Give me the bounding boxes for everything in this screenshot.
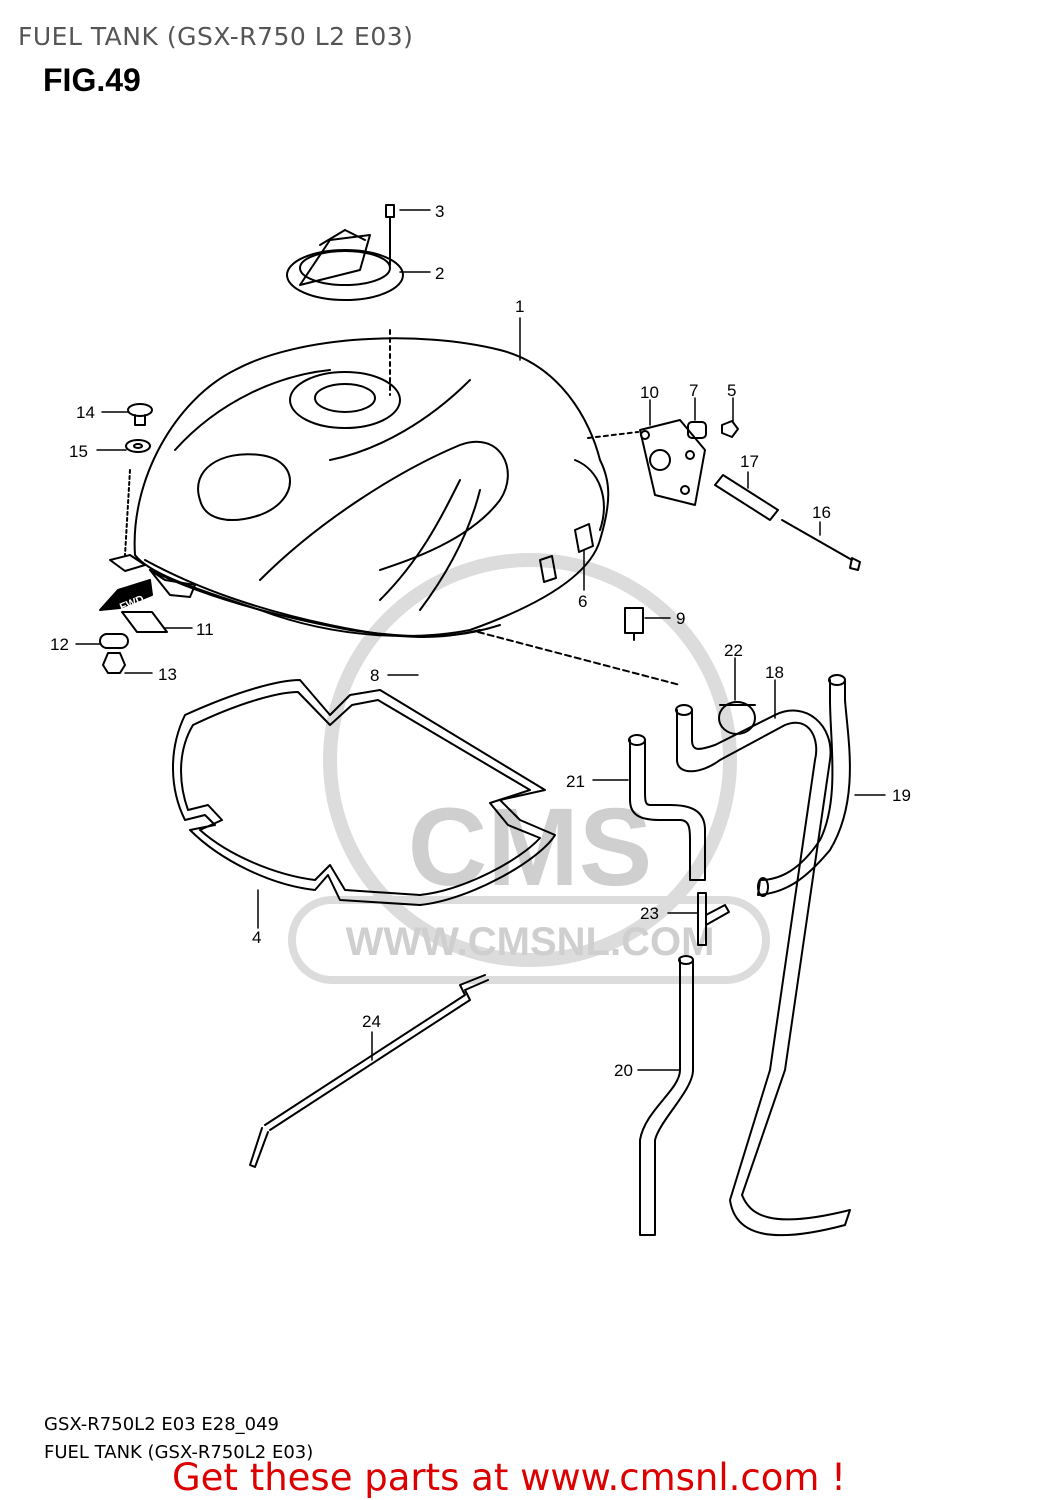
mounting-hardware-left — [99, 403, 168, 674]
leader-lines — [75, 209, 886, 1071]
callout-20: 20 — [614, 1061, 633, 1080]
callout-10: 10 — [640, 383, 659, 402]
callout-24: 24 — [362, 1012, 381, 1031]
callout-4: 4 — [252, 928, 261, 947]
callout-11: 11 — [196, 620, 214, 639]
drain-rod — [249, 974, 489, 1168]
callout-3: 3 — [435, 202, 444, 221]
callout-15: 15 — [69, 442, 88, 461]
callout-9: 9 — [676, 609, 685, 628]
breather-hoses — [628, 674, 851, 1237]
diagram-code: GSX-R750L2 E03 E28_049 — [44, 1414, 280, 1435]
callout-22: 22 — [724, 641, 743, 660]
watermark: CMS WWW.CMSNL.COM — [288, 553, 770, 984]
callout-labels: 1 2 3 4 5 6 7 8 9 10 11 12 13 14 15 16 1… — [50, 202, 911, 1080]
callout-2: 2 — [435, 264, 444, 283]
tank-seal-gasket — [172, 679, 556, 906]
callout-23: 23 — [640, 904, 659, 923]
callout-7: 7 — [689, 381, 698, 400]
callout-12: 12 — [50, 635, 69, 654]
callout-13: 13 — [158, 665, 177, 684]
callout-6: 6 — [578, 592, 587, 611]
callout-18: 18 — [765, 663, 784, 682]
callout-1: 1 — [515, 297, 524, 316]
callout-14: 14 — [76, 403, 95, 422]
forward-arrow-icon — [99, 579, 153, 611]
diagram-name: FUEL TANK (GSX-R750L2 E03) — [44, 1442, 314, 1463]
watermark-url: WWW.CMSNL.COM — [346, 920, 715, 964]
callout-21: 21 — [566, 772, 585, 791]
page-title: FUEL TANK (GSX-R750 L2 E03) — [18, 22, 414, 51]
fuel-tank — [133, 337, 610, 638]
rear-mount-hardware — [477, 419, 861, 686]
callout-8: 8 — [370, 666, 379, 685]
fuel-cap-assembly — [286, 204, 404, 396]
callout-16: 16 — [812, 503, 831, 522]
callout-19: 19 — [892, 786, 911, 805]
promo-link[interactable]: Get these parts at www.cmsnl.com ! — [172, 1456, 847, 1499]
callout-5: 5 — [727, 381, 736, 400]
callout-17: 17 — [740, 452, 759, 471]
figure-label: FIG.49 — [43, 62, 141, 98]
